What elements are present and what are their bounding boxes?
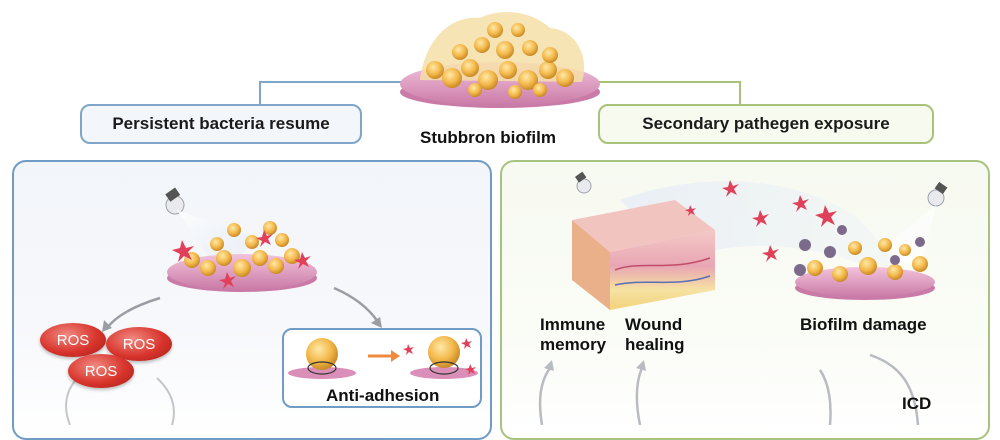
ros-badge: ROS	[68, 354, 134, 388]
icd-label: ICD	[902, 394, 932, 413]
immune-label-line1: Immune	[540, 315, 606, 334]
anti-adhesion-box: Anti-adhesion	[282, 328, 482, 408]
connector-lines	[259, 81, 741, 104]
stubborn-biofilm-illustration	[400, 12, 600, 108]
right-panel-illustration	[538, 171, 948, 425]
skin-tissue-block	[572, 200, 715, 310]
persistent-bacteria-label: Persistent bacteria resume	[112, 114, 330, 133]
persistent-bacteria-pill: Persistent bacteria resume	[80, 104, 362, 144]
biofilm-damage-label: Biofilm damage	[800, 315, 927, 334]
left-panel-illustration	[65, 187, 382, 425]
wound-label-line2: healing	[625, 335, 685, 354]
ros-badge: ROS	[106, 327, 172, 361]
ros-badge: ROS	[40, 323, 106, 357]
light-bulb-icon	[575, 171, 592, 194]
light-bulb-icon	[165, 187, 185, 215]
immune-label-line2: memory	[540, 335, 607, 354]
anti-adhesion-label: Anti-adhesion	[326, 386, 440, 405]
wound-label-line1: Wound	[625, 315, 683, 334]
light-bulb-icon	[927, 181, 948, 207]
wound-healing-label: Wound healing	[625, 315, 685, 355]
secondary-exposure-label: Secondary pathegen exposure	[642, 114, 890, 133]
secondary-exposure-pill: Secondary pathegen exposure	[598, 104, 934, 144]
stubborn-biofilm-label: Stubbron biofilm	[420, 128, 556, 147]
anti-adhesion-illustration	[288, 336, 478, 379]
immune-memory-label: Immune memory	[540, 315, 606, 355]
